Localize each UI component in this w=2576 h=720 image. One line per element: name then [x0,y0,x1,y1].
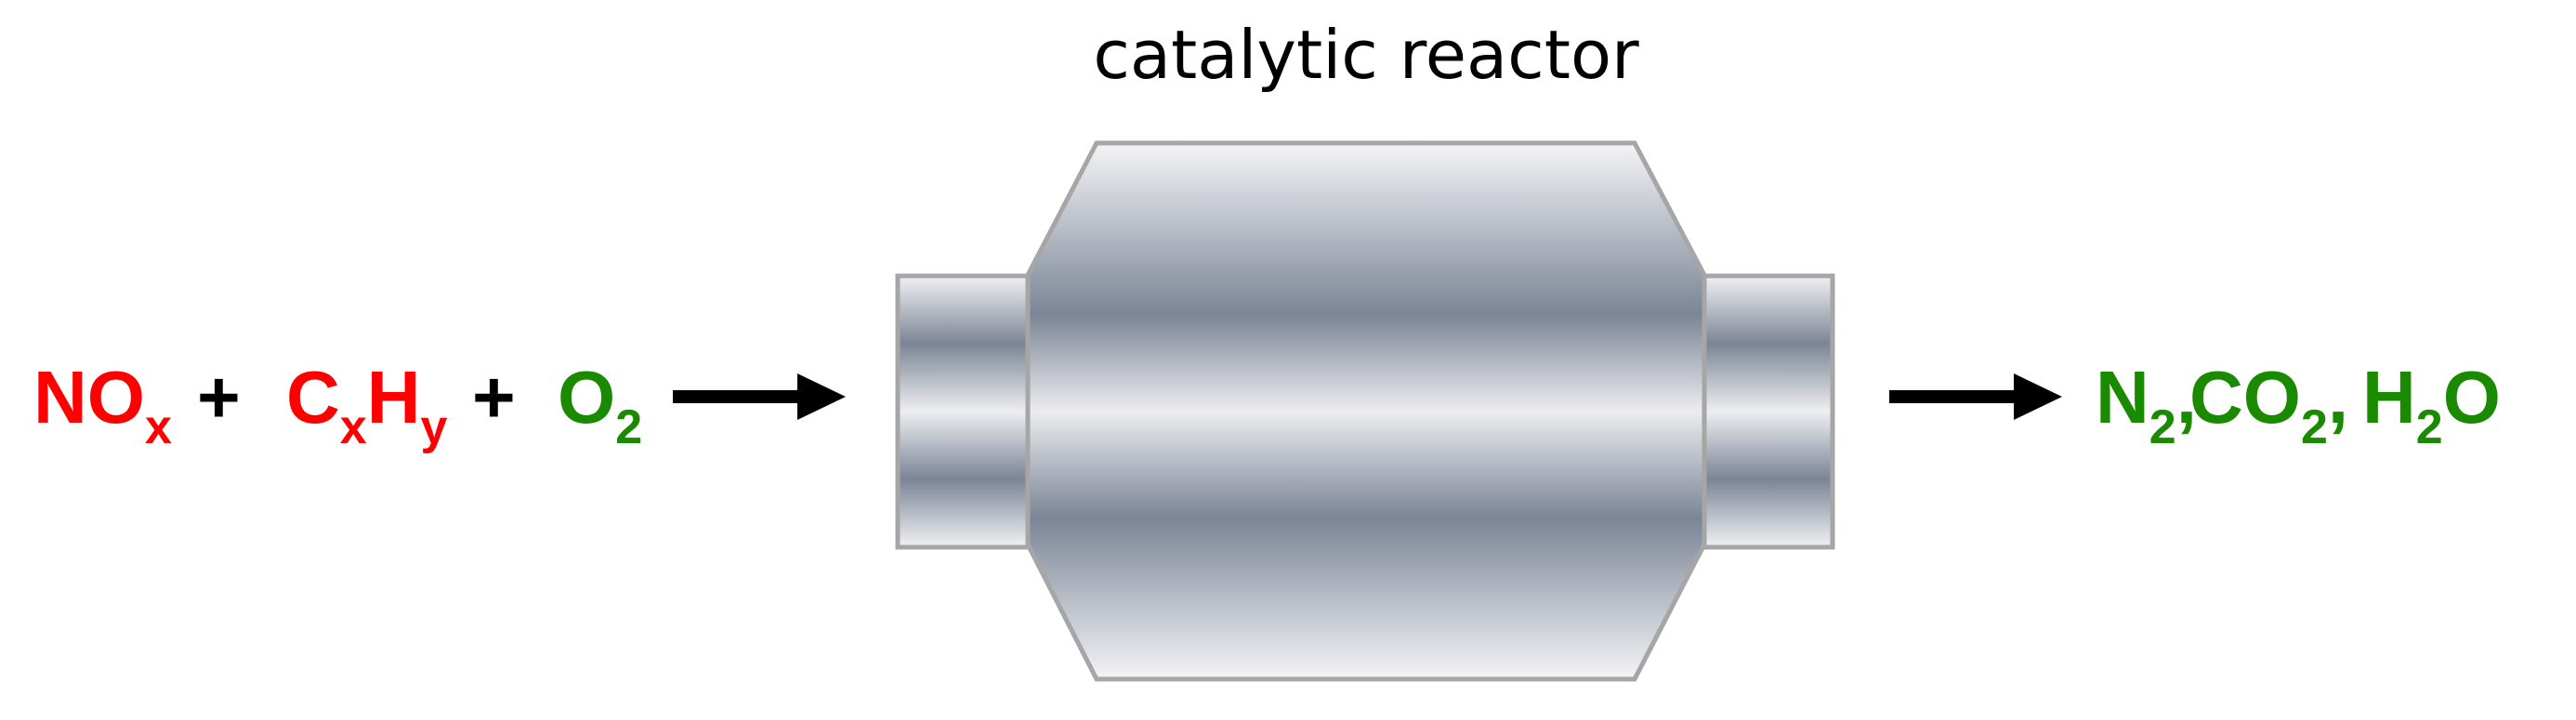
products-equation: N2, CO2, H2O [2096,356,2501,454]
co2-separator: , [2328,356,2348,439]
reactor-outlet [1700,273,1835,550]
n2-separator: , [2176,356,2197,439]
nox-main: NO [33,356,145,439]
plus-sign-1: + [197,356,241,439]
nox-subscript: x [145,400,172,454]
plus-sign-2: + [472,356,516,439]
co2-main: CO [2189,356,2301,439]
reactor-inlet [895,273,1031,550]
cxhy-h-subscript: y [420,400,447,454]
co2-subscript: 2 [2301,400,2328,454]
diagram-title: catalytic reactor [1093,16,1639,94]
reactants-equation: NOx + CxHy + O2 [33,356,642,459]
output-arrow [1889,373,2062,420]
n2-main: N [2096,356,2149,439]
n2-subscript: 2 [2149,400,2176,454]
reactor-main-body [1025,140,1707,682]
catalytic-reactor [895,140,1835,682]
h2o-h: H [2362,356,2416,439]
h2o-o: O [2443,356,2501,439]
cxhy-c: C [286,356,340,439]
input-arrow [673,373,846,420]
o2-subscript: 2 [615,400,642,454]
h2o-subscript: 2 [2416,400,2443,454]
o2-main: O [558,356,615,439]
cxhy-h: H [367,356,421,439]
cxhy-c-subscript: x [340,400,367,454]
